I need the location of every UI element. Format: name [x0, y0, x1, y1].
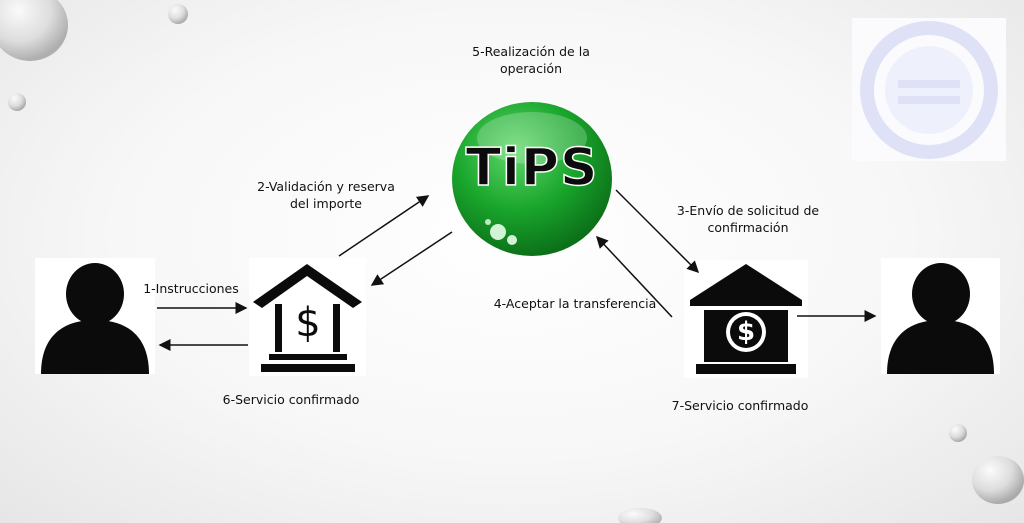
arrow-tips-to-receiver-bank: [615, 189, 700, 274]
receiver-bank-icon: $: [684, 260, 808, 378]
water-drop: [0, 0, 68, 61]
water-drop: [168, 4, 188, 24]
step-2-line2: del importe: [289, 196, 363, 211]
bank-dollar-symbol: $: [295, 300, 321, 346]
water-drop: [972, 456, 1024, 504]
water-drop: [8, 93, 26, 111]
sender-bank-icon: $: [249, 258, 366, 376]
receiver-person-icon: [881, 258, 1000, 374]
step-4-label: 4-Aceptar la transferencia: [493, 296, 657, 311]
arrow-bank-to-tips: [338, 195, 430, 257]
step-5-line1: 5-Realización de la: [472, 44, 590, 59]
step-3-line2: confirmación: [707, 220, 789, 235]
step-5-label: 5-Realización de la operación: [446, 43, 616, 77]
water-drop: [949, 424, 967, 442]
arrow-tips-to-bank: [370, 231, 453, 286]
sender-person-icon: [35, 258, 155, 374]
step-3-line1: 3-Envío de solicitud de: [676, 203, 820, 218]
water-drop: [618, 508, 662, 523]
arrow-receiver-bank-to-tips: [595, 235, 673, 318]
bank-dollar-symbol: $: [736, 317, 756, 347]
step-7-label: 7-Servicio confirmado: [671, 398, 809, 413]
step-2-label: 2-Validación y reserva del importe: [236, 178, 416, 212]
step-5-line2: operación: [500, 61, 562, 76]
step-2-line1: 2-Validación y reserva: [257, 179, 395, 194]
step-3-label: 3-Envío de solicitud de confirmación: [666, 202, 830, 236]
tips-logo: TiPS: [450, 100, 614, 258]
tips-logo-text: TiPS: [465, 137, 599, 199]
watermark-logo: [852, 18, 1006, 161]
step-6-label: 6-Servicio confirmado: [222, 392, 360, 407]
step-1-label: 1-Instrucciones: [143, 281, 239, 296]
